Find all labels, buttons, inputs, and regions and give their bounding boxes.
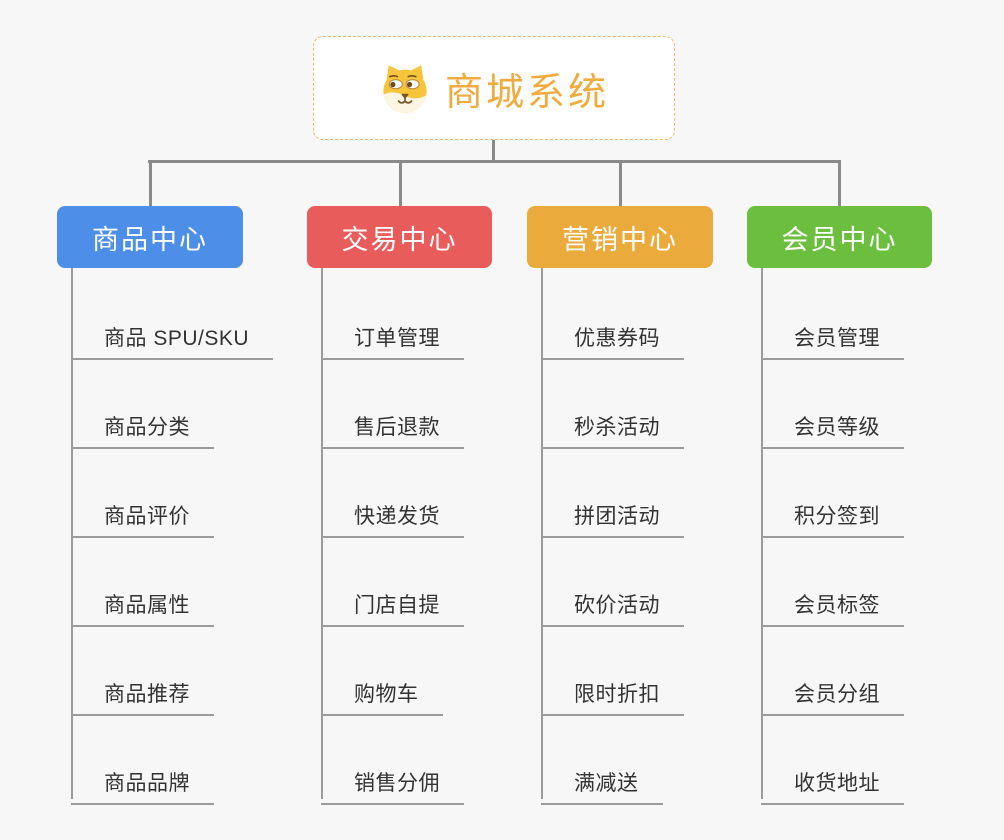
leaf-node[interactable]: 商品分类 [71, 411, 214, 449]
connector-spine-trade [321, 268, 323, 799]
branch-label: 交易中心 [341, 224, 458, 255]
leaf-node[interactable]: 订单管理 [321, 322, 464, 360]
root-node[interactable]: 商城系统 [313, 36, 675, 140]
connector-spine-marketing [541, 268, 543, 799]
root-title: 商城系统 [444, 71, 609, 114]
shiba-dog-icon [379, 62, 431, 114]
branch-label: 营销中心 [562, 224, 678, 255]
leaf-node[interactable]: 商品品牌 [71, 767, 214, 805]
leaf-node[interactable]: 商品 SPU/SKU [71, 322, 274, 360]
leaf-node[interactable]: 会员等级 [761, 411, 904, 449]
leaf-node[interactable]: 积分签到 [761, 500, 904, 538]
leaf-node[interactable]: 满减送 [541, 767, 663, 805]
connector-horizontal-trunk [148, 160, 841, 163]
leaf-node[interactable]: 门店自提 [321, 589, 464, 627]
branch-label: 商品中心 [92, 224, 208, 255]
connector-drop-trade [399, 160, 402, 208]
connector-spine-product [71, 268, 73, 799]
connector-drop-marketing [619, 160, 622, 208]
connector-spine-member [761, 268, 763, 799]
connector-drop-product [149, 160, 152, 208]
branch-node-trade-center[interactable]: 交易中心 [307, 206, 492, 268]
leaf-node[interactable]: 商品推荐 [71, 678, 214, 716]
leaf-node[interactable]: 销售分佣 [321, 767, 464, 805]
leaf-node[interactable]: 购物车 [321, 678, 443, 716]
leaf-node[interactable]: 会员标签 [761, 589, 904, 627]
leaf-node[interactable]: 砍价活动 [541, 589, 684, 627]
branch-node-product-center[interactable]: 商品中心 [57, 206, 243, 268]
branch-label: 会员中心 [781, 224, 898, 255]
leaf-node[interactable]: 收货地址 [761, 767, 904, 805]
leaf-node[interactable]: 商品属性 [71, 589, 214, 627]
branch-node-member-center[interactable]: 会员中心 [747, 206, 932, 268]
leaf-node[interactable]: 秒杀活动 [541, 411, 684, 449]
connector-drop-member [838, 160, 841, 208]
leaf-node[interactable]: 拼团活动 [541, 500, 684, 538]
leaf-node[interactable]: 快递发货 [321, 500, 464, 538]
leaf-node[interactable]: 售后退款 [321, 411, 464, 449]
connector-root-stub [492, 138, 495, 163]
leaf-node[interactable]: 会员管理 [761, 322, 904, 360]
leaf-node[interactable]: 会员分组 [761, 678, 904, 716]
leaf-node[interactable]: 优惠券码 [541, 322, 684, 360]
leaf-node[interactable]: 商品评价 [71, 500, 214, 538]
branch-node-marketing-center[interactable]: 营销中心 [527, 206, 713, 268]
leaf-node[interactable]: 限时折扣 [541, 678, 684, 716]
